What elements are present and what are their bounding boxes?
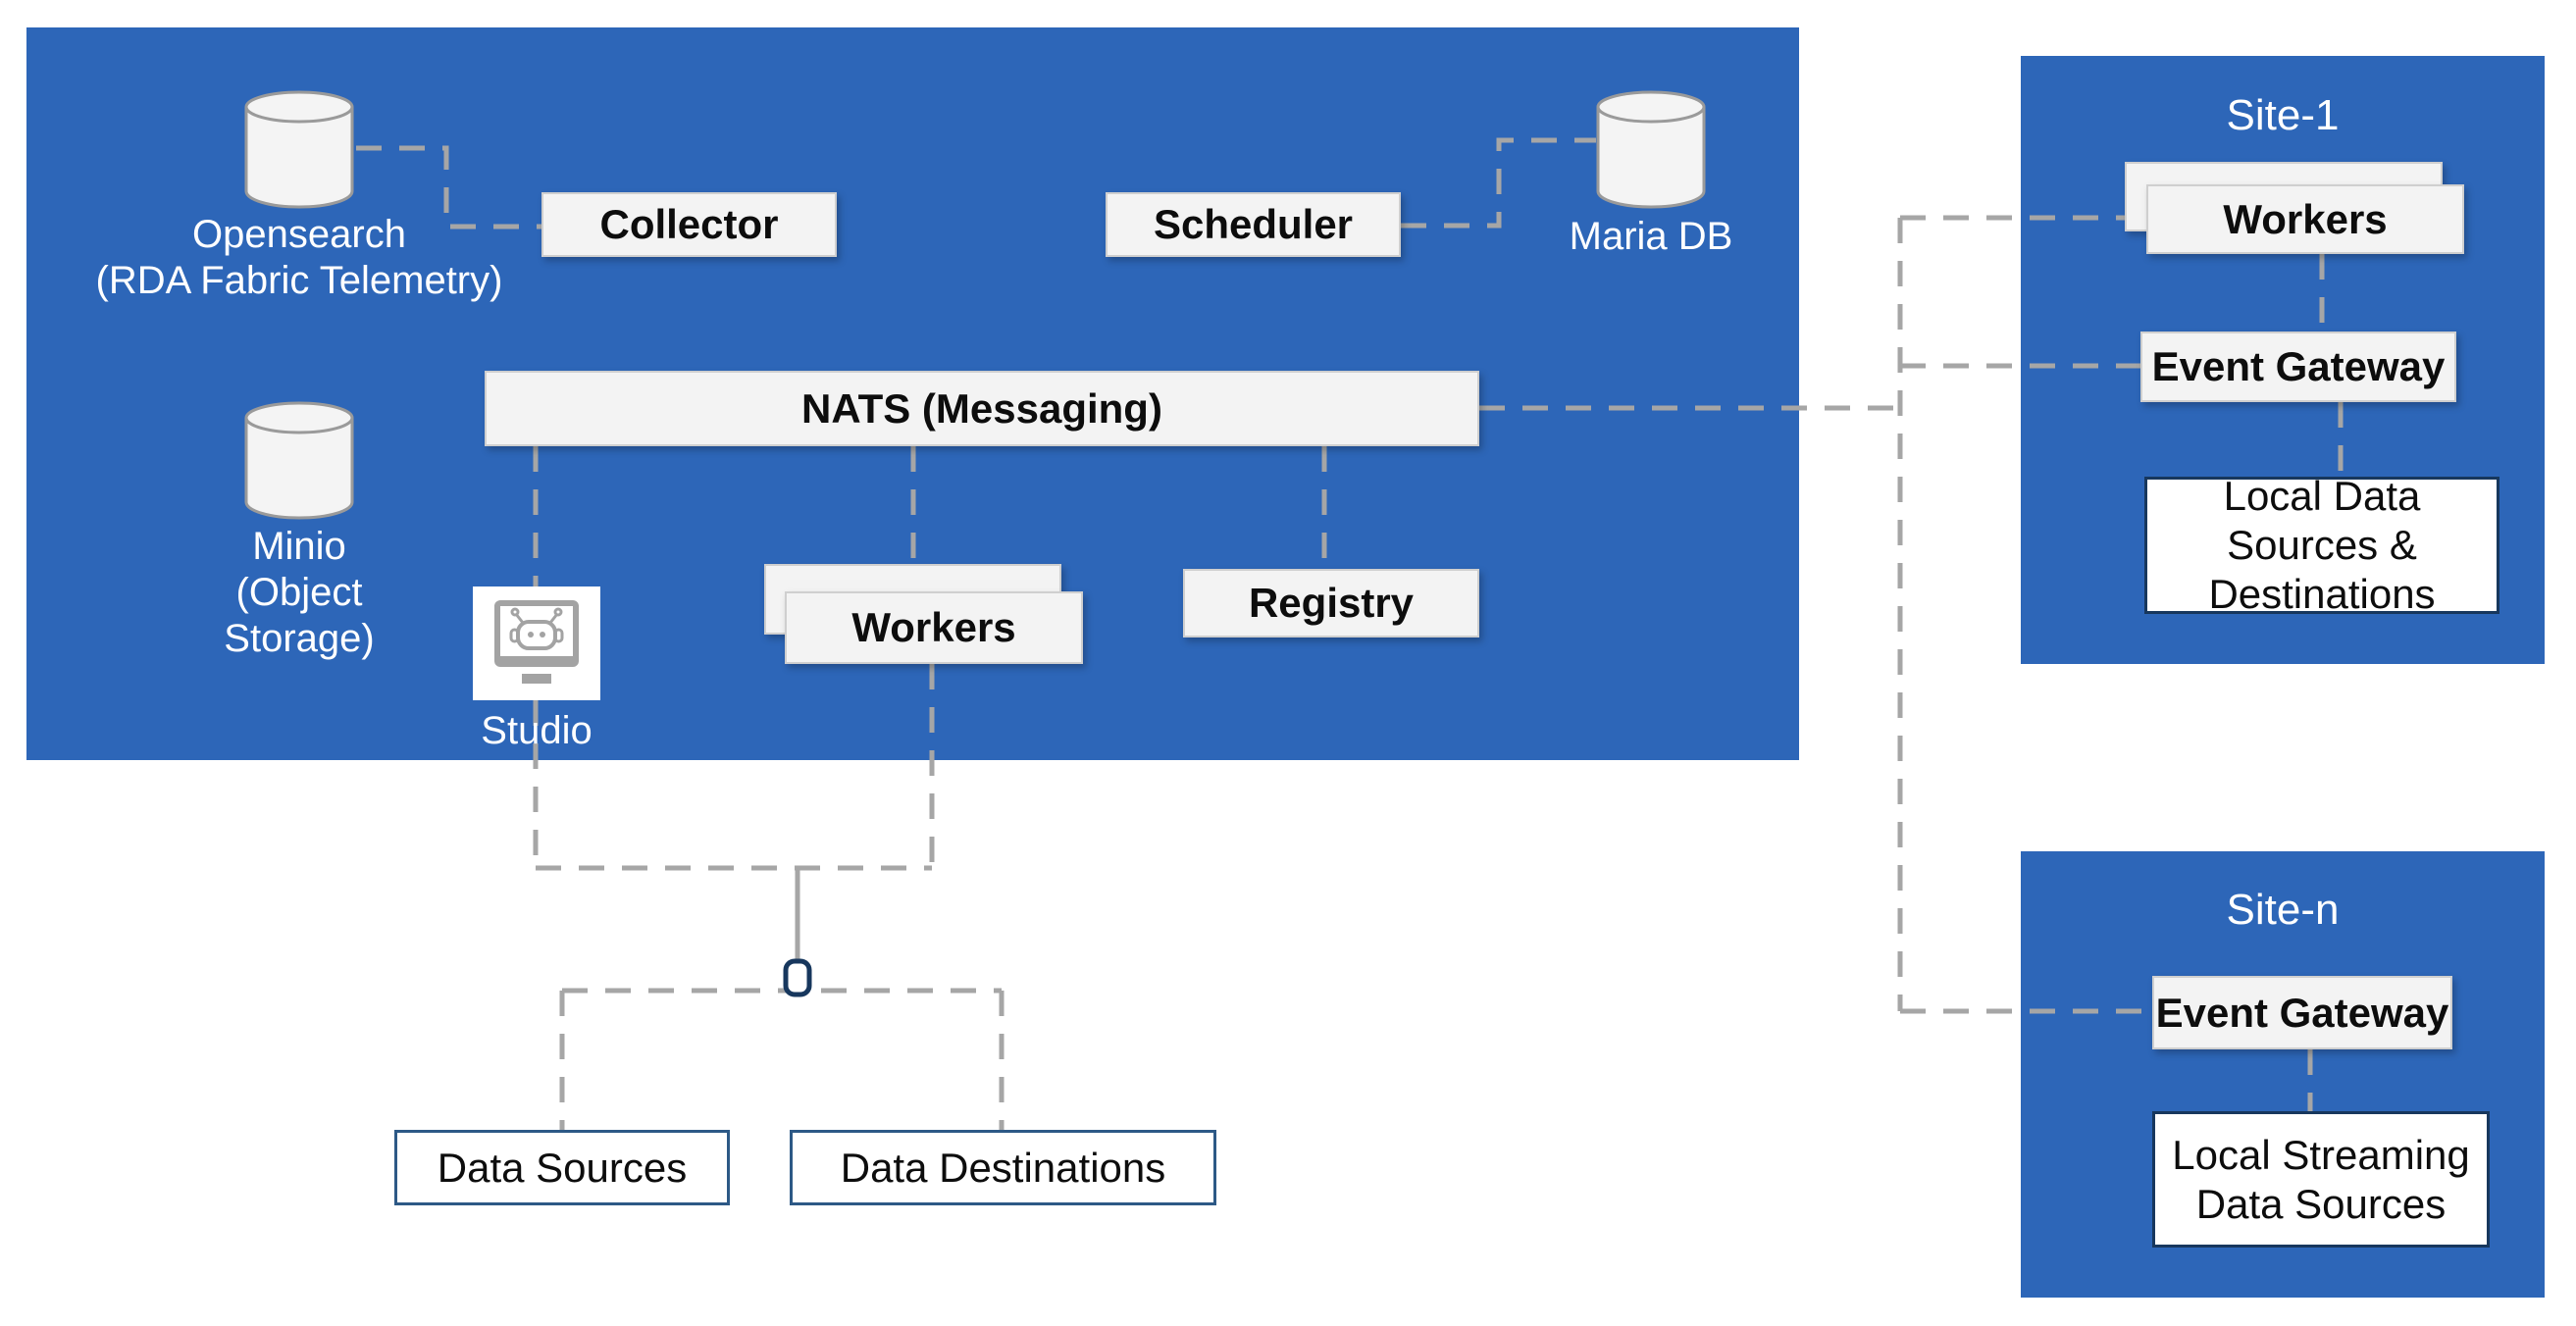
opensearch-label-line2: (RDA Fabric Telemetry) (95, 259, 503, 302)
nats-label: NATS (Messaging) (801, 384, 1162, 432)
site1-workers-label: Workers (2223, 195, 2388, 242)
workers-label: Workers (851, 604, 1016, 650)
studio-label: Studio (481, 709, 592, 752)
mariadb-label: Maria DB (1569, 215, 1733, 258)
studio-tile (473, 586, 600, 700)
site1-event-gateway-box: Event Gateway (2140, 332, 2456, 402)
connector-node-icon (783, 958, 812, 997)
data-sources-label: Data Sources (437, 1144, 688, 1191)
scheduler-box: Scheduler (1106, 192, 1401, 257)
database-cylinder-icon (244, 401, 354, 520)
minio-label-line1: Minio (252, 525, 346, 568)
site1-local-line3: Destinations (2208, 571, 2436, 617)
site1-local-line1: Local Data (2223, 473, 2421, 519)
siten-local-line2: Data Sources (2195, 1180, 2447, 1227)
collector-box: Collector (541, 192, 837, 257)
siten-local-line1: Local Streaming (2172, 1131, 2470, 1178)
nats-box: NATS (Messaging) (485, 371, 1479, 446)
scheduler-label: Scheduler (1153, 201, 1354, 247)
studio-robot-icon (494, 600, 579, 684)
siten-event-gateway-label: Event Gateway (2155, 989, 2449, 1036)
registry-box: Registry (1183, 569, 1479, 638)
siten-event-gateway-box: Event Gateway (2152, 976, 2452, 1049)
database-cylinder-icon (244, 90, 354, 209)
minio-label-line3: Storage) (224, 617, 375, 660)
opensearch-label-line1: Opensearch (192, 213, 406, 256)
registry-label: Registry (1248, 580, 1415, 626)
opensearch-label: Opensearch (RDA Fabric Telemetry) (0, 212, 598, 304)
siten-title: Site-n (2226, 886, 2340, 934)
site1-local-line2: Sources & (2227, 522, 2417, 568)
minio-label-line2: (Object (235, 571, 363, 614)
site1-workers-box: Workers (2146, 184, 2464, 254)
minio-label: Minio (Object Storage) (113, 524, 486, 662)
site1-local-data-box: Local Data Sources & Destinations (2144, 473, 2499, 617)
data-destinations-box: Data Destinations (790, 1130, 1216, 1205)
data-destinations-label: Data Destinations (840, 1144, 1166, 1191)
site1-title: Site-1 (2226, 91, 2340, 139)
database-cylinder-icon (1596, 90, 1706, 209)
workers-box: Workers (785, 591, 1083, 664)
siten-local-streaming-box: Local Streaming Data Sources (2152, 1111, 2490, 1248)
collector-label: Collector (599, 201, 779, 247)
site1-event-gateway-label: Event Gateway (2151, 343, 2446, 389)
data-sources-box: Data Sources (394, 1130, 730, 1205)
